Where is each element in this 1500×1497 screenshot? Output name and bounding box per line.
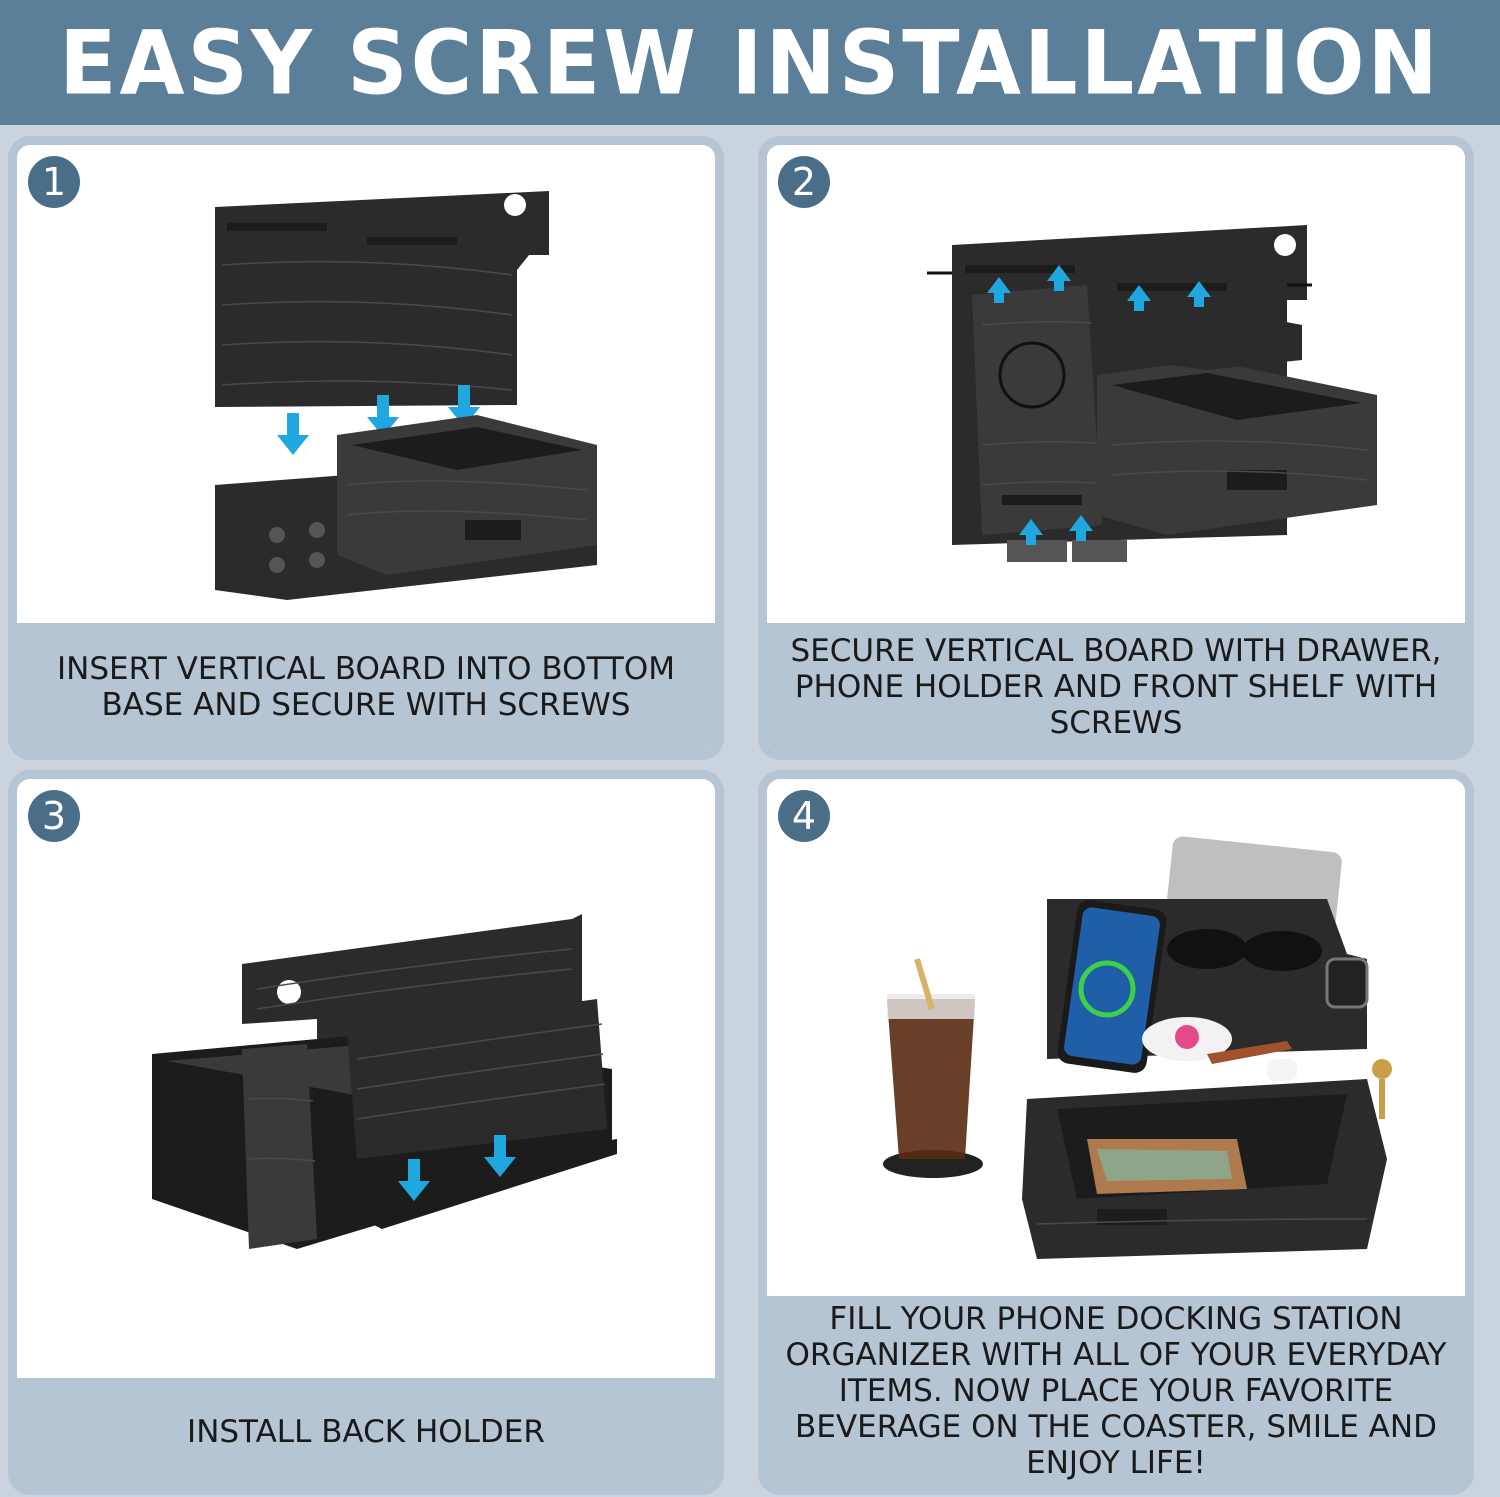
- step-caption: SECURE VERTICAL BOARD WITH DRAWER, PHONE…: [767, 623, 1465, 751]
- step-panel-1: 1 INSERT VERTICAL BOARD INTO BOTTOM BASE…: [8, 136, 724, 760]
- step-number-badge: 4: [778, 790, 830, 842]
- step-caption: FILL YOUR PHONE DOCKING STATION ORGANIZE…: [767, 1296, 1465, 1486]
- step-panel-2: 2 SECURE VERTICAL BOARD WITH DRAWER, PHO…: [758, 136, 1474, 760]
- step-caption: INSERT VERTICAL BOARD INTO BOTTOM BASE A…: [17, 623, 715, 751]
- drawer-phone-holder-assembly-illustration: [927, 225, 1377, 562]
- page-title: EASY SCREW INSTALLATION: [59, 11, 1441, 114]
- back-holder-install-illustration: [152, 914, 617, 1249]
- step-number-badge: 2: [778, 156, 830, 208]
- header-banner: EASY SCREW INSTALLATION: [0, 0, 1500, 125]
- step-panel-3: 3 INSTALL BACK HOLDER: [8, 770, 724, 1495]
- step-panel-4: 4 FILL YOUR PHONE DOCKING STATION ORGANI…: [758, 770, 1474, 1495]
- vertical-board-insert-illustration: [215, 191, 597, 600]
- filled-docking-station-photo: [883, 836, 1392, 1259]
- step-number-badge: 3: [28, 790, 80, 842]
- step-number-badge: 1: [28, 156, 80, 208]
- step-caption: INSTALL BACK HOLDER: [17, 1378, 715, 1486]
